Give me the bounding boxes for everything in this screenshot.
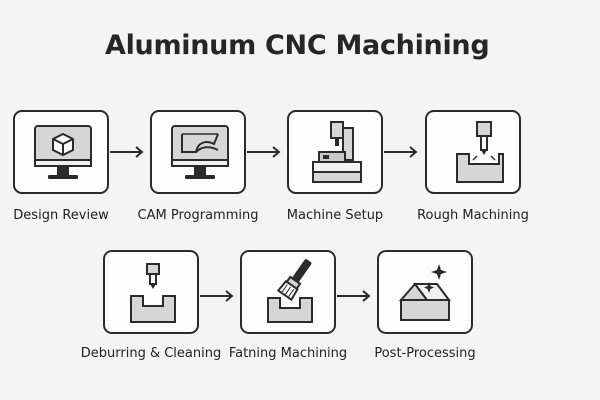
diagram-title: Aluminum CNC Machining xyxy=(105,30,490,61)
arrow-5-6 xyxy=(200,290,236,302)
step-machine-setup-label: Machine Setup xyxy=(286,208,384,223)
step-fatning-machining-box xyxy=(240,250,336,334)
step-machine-setup-box xyxy=(287,110,383,194)
cnc-machine-icon xyxy=(312,121,362,183)
step-deburring-label: Deburring & Cleaning xyxy=(80,346,222,361)
step-post-processing-box xyxy=(377,250,473,334)
tool-over-part-icon xyxy=(130,263,176,323)
step-design-review-label: Design Review xyxy=(13,208,109,223)
step-post-processing-label: Post-Processing xyxy=(374,346,476,361)
arrow-6-7 xyxy=(337,290,373,302)
end-mill-cutting-block-icon xyxy=(456,121,504,183)
monitor-toolpath-icon xyxy=(171,125,229,179)
step-rough-machining-box xyxy=(425,110,521,194)
finished-part-sparkle-icon xyxy=(398,264,451,321)
step-deburring-box xyxy=(103,250,199,334)
step-rough-machining-label: Rough Machining xyxy=(417,208,529,223)
step-fatning-machining-label: Fatning Machining xyxy=(228,346,348,361)
step-cam-programming-label: CAM Programming xyxy=(137,208,259,223)
brush-on-part-icon xyxy=(267,259,313,323)
arrow-1-2 xyxy=(110,146,146,158)
step-design-review-box xyxy=(13,110,109,194)
monitor-cube-icon xyxy=(34,125,92,179)
arrow-2-3 xyxy=(247,146,283,158)
step-cam-programming-box xyxy=(150,110,246,194)
arrow-3-4 xyxy=(384,146,420,158)
